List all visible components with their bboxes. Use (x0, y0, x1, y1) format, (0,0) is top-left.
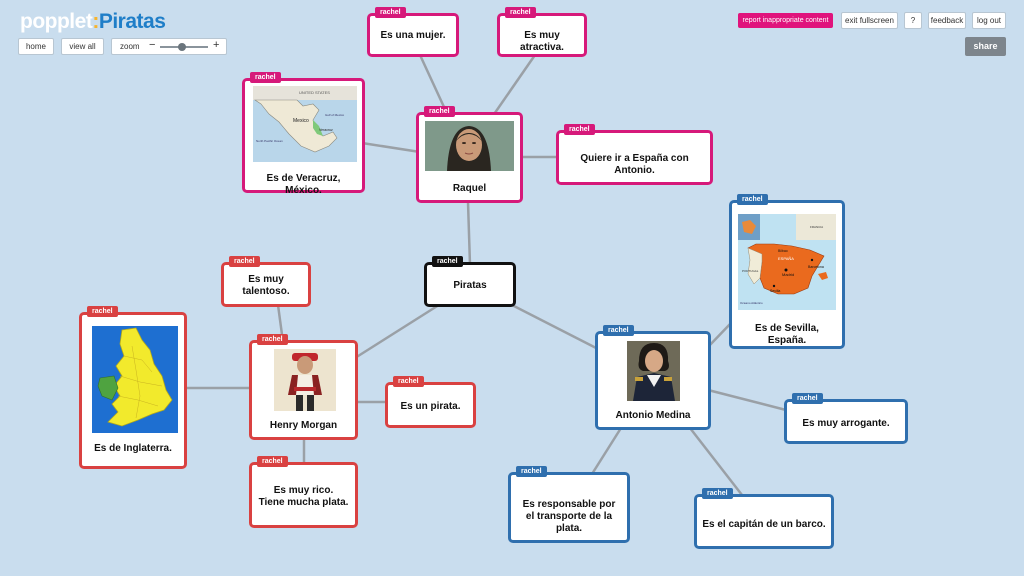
author-tag: rachel (424, 106, 455, 117)
england-map-image (92, 326, 178, 433)
popple-text: Es el capitán de un barco. (702, 519, 826, 530)
map-label-oceano: Océano Atlántico (740, 301, 763, 305)
pirate-portrait-image (274, 349, 336, 411)
popple-inglaterra[interactable]: rachel Es de Inglaterra. (79, 306, 187, 469)
link-antonio-sevilla (707, 321, 733, 348)
author-tag: rachel (702, 488, 733, 499)
author-tag: rachel (516, 466, 547, 477)
home-button[interactable]: home (18, 38, 54, 55)
map-label-portugal: PORTUGAL (742, 269, 759, 273)
zoom-control: zoom − + (111, 38, 227, 55)
author-tag: rachel (393, 376, 424, 387)
zoom-label: zoom (120, 42, 140, 51)
popple-text: Es una mujer. (380, 30, 446, 41)
popple-text: Es muy arrogante. (802, 418, 890, 429)
mexico-map-image: UNITED STATES Mexico Veracruz North Paci… (253, 86, 357, 162)
app-name: popplet (20, 10, 93, 33)
link-center-antonio (507, 301, 601, 352)
officer-portrait-image (627, 341, 680, 401)
author-tag: rachel (229, 256, 260, 267)
view-all-button[interactable]: view all (61, 38, 104, 55)
raquel-portrait-image (425, 121, 514, 171)
spain-map-image: ESPAÑA Madrid Bilbao Barcelona Sevilla P… (738, 214, 836, 310)
link-raquel-center (466, 201, 472, 266)
author-tag: rachel (375, 7, 406, 18)
popple-es-el-capitan[interactable]: rachel Es el capitán de un barco. (694, 488, 834, 549)
author-tag: rachel (432, 256, 463, 267)
popple-es-muy-talentoso[interactable]: rachel Es muy talentoso. (221, 256, 311, 307)
map-label-espana: ESPAÑA (778, 256, 794, 261)
author-tag: rachel (564, 124, 595, 135)
popple-text: Raquel (452, 183, 487, 194)
feedback-button[interactable]: feedback (928, 12, 966, 29)
board-title: Piratas (98, 10, 166, 33)
log-out-button[interactable]: log out (972, 12, 1006, 29)
map-label-gulf: Gulf of Mexico (325, 113, 345, 117)
popple-veracruz[interactable]: rachel UNITED STATES Mexico Veracruz Nor… (242, 72, 365, 196)
popple-piratas-center[interactable]: rachel Piratas (424, 256, 516, 307)
map-label-veracruz: Veracruz (319, 128, 333, 132)
popple-text: Es de Inglaterra. (94, 443, 172, 454)
popple-es-una-mujer[interactable]: rachel Es una mujer. (367, 7, 459, 57)
map-label-barcelona: Barcelona (808, 265, 824, 269)
popple-quiere-ir[interactable]: rachel Quiere ir a España con Antonio. (556, 124, 713, 185)
popple-sevilla[interactable]: rachel ESPAÑA Madrid Bilbao Barcelona Se… (729, 194, 845, 349)
popple-henry-morgan[interactable]: rachel Henry Morgan (249, 334, 358, 440)
author-tag: rachel (257, 334, 288, 345)
link-antonio-capitan (689, 427, 743, 496)
popple-es-muy-rico[interactable]: rachel Es muy rico. Tiene mucha plata. (249, 456, 358, 528)
popple-es-responsable[interactable]: rachel Es responsable por el transporte … (508, 466, 630, 543)
link-antonio-arrogante (707, 388, 787, 412)
zoom-out-button[interactable]: − (149, 39, 156, 51)
map-label-sevilla: Sevilla (770, 289, 780, 293)
popplet-logo[interactable]: popplet:Piratas (20, 10, 166, 34)
share-button[interactable]: share (965, 37, 1006, 56)
link-antonio-responsable (590, 427, 623, 475)
popple-text: Antonio Medina (615, 410, 691, 421)
map-label-madrid: Madrid (782, 272, 794, 277)
popple-text: Henry Morgan (269, 420, 338, 431)
popple-text: Es de Sevilla, España. (755, 323, 819, 346)
author-tag: rachel (257, 456, 288, 467)
map-label-united-states: UNITED STATES (299, 90, 330, 95)
author-tag: rachel (505, 7, 536, 18)
popple-text: Es de Veracruz, México. (266, 173, 341, 196)
author-tag: rachel (603, 325, 634, 336)
exit-fullscreen-button[interactable]: exit fullscreen (841, 12, 898, 29)
link-raquel-veracruz (361, 141, 421, 154)
popple-raquel[interactable]: rachel Raquel (416, 106, 523, 203)
popple-antonio-medina[interactable]: rachel Antonio Medina (595, 325, 711, 430)
author-tag: rachel (737, 194, 768, 205)
author-tag: rachel (792, 393, 823, 404)
author-tag: rachel (250, 72, 281, 83)
report-inappropriate-content-button[interactable]: report inappropriate content (738, 13, 833, 28)
popple-text: Es muy rico. Tiene mucha plata. (258, 485, 349, 508)
popple-text: Es muy atractiva. (520, 30, 564, 53)
popple-es-un-pirata[interactable]: rachel Es un pirata. (385, 376, 476, 428)
map-label-pacific: North Pacific Ocean (256, 139, 283, 143)
map-label-francia: FRANCIA (810, 225, 823, 229)
zoom-slider-handle[interactable] (178, 43, 186, 51)
map-label-mexico: Mexico (293, 118, 309, 124)
link-raquel-atractiva (488, 54, 537, 121)
popple-text: Quiere ir a España con Antonio. (580, 153, 689, 176)
popple-text: Es muy talentoso. (242, 274, 290, 297)
map-label-bilbao: Bilbao (778, 249, 788, 253)
popple-text: Piratas (453, 280, 487, 291)
author-tag: rachel (87, 306, 118, 317)
popple-text: Es un pirata. (400, 401, 461, 412)
popple-es-muy-arrogante[interactable]: rachel Es muy arrogante. (784, 393, 908, 444)
zoom-in-button[interactable]: + (213, 39, 220, 51)
logo-separator: : (92, 10, 99, 33)
popple-es-muy-atractiva[interactable]: rachel Es muy atractiva. (497, 7, 587, 57)
popple-text: Es responsable por el transporte de la p… (522, 499, 616, 534)
help-button[interactable]: ? (904, 12, 922, 29)
link-center-henry (354, 301, 443, 360)
